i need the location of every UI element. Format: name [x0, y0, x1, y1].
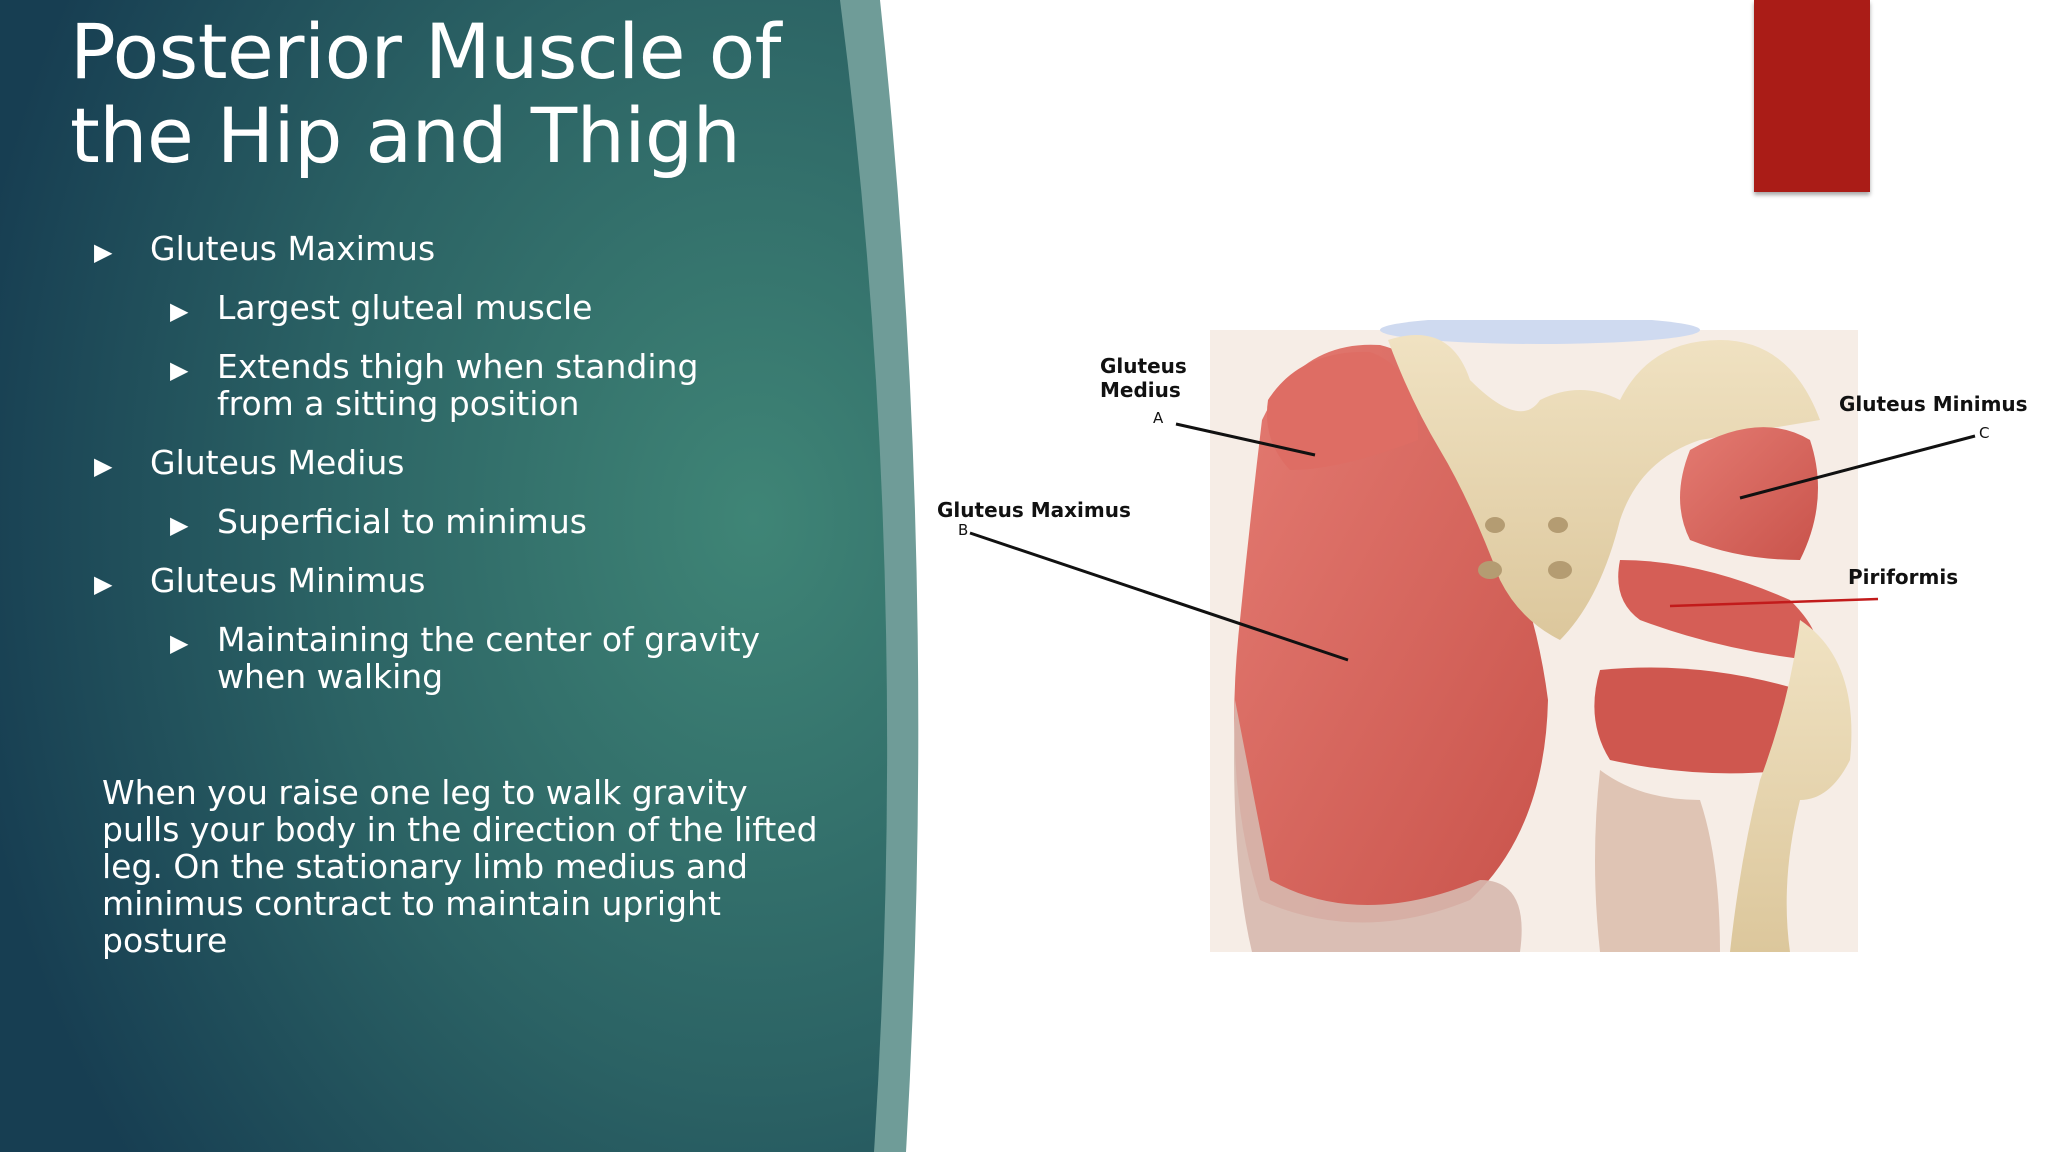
label-letter-c: C	[1979, 424, 1989, 442]
hip-rotators-shape	[1594, 667, 1808, 774]
label-piriformis: Piriformis	[1848, 565, 1958, 589]
label-gluteus-maximus: Gluteus Maximus	[937, 498, 1131, 522]
bullet-item: ▶ Gluteus Maximus	[0, 230, 860, 267]
bullet-text: Largest gluteal muscle	[217, 288, 593, 327]
bullet-triangle-icon: ▶	[94, 452, 113, 480]
leader-line-minimus	[1739, 434, 1976, 500]
label-gluteus-minimus: Gluteus Minimus	[1839, 392, 2028, 416]
panel-accent-stripe	[838, 0, 919, 1152]
sub-bullet-item: ▶ Largest gluteal muscle	[0, 289, 777, 326]
label-letter-b: B	[958, 521, 968, 539]
sub-bullet-item: ▶ Maintaining the center of gravity when…	[0, 621, 777, 695]
bullet-text: Gluteus Minimus	[150, 561, 426, 600]
bullet-triangle-icon: ▶	[170, 511, 189, 539]
leader-line-medius	[1175, 422, 1316, 457]
bullet-text: Gluteus Medius	[150, 443, 405, 482]
label-gluteus-medius-line2: Medius	[1100, 378, 1181, 402]
bullet-item: ▶ Gluteus Medius	[0, 444, 860, 481]
piriformis-shape	[1618, 560, 1817, 660]
sacral-foramen	[1548, 517, 1568, 533]
label-letter-a: A	[1153, 409, 1164, 427]
sacral-foramen	[1478, 561, 1502, 579]
bullet-text: Extends thigh when standing from a sitti…	[217, 347, 699, 423]
gluteus-medius-shape	[1266, 351, 1419, 470]
bullet-triangle-icon: ▶	[170, 297, 189, 325]
thigh-right-shape	[1595, 770, 1720, 952]
leader-line-piriformis	[1669, 597, 1879, 608]
panel-shape	[0, 0, 888, 1152]
bullet-item: ▶ Gluteus Minimus	[0, 562, 860, 599]
femur-shape	[1730, 620, 1852, 952]
bullet-triangle-icon: ▶	[170, 356, 189, 384]
bullet-triangle-icon: ▶	[170, 629, 189, 657]
slide-title: Posterior Muscle of the Hip and Thigh	[70, 10, 870, 178]
bullet-text: Maintaining the center of gravity when w…	[217, 620, 761, 696]
bullet-text: Superficial to minimus	[217, 502, 587, 541]
explanation-paragraph: When you raise one leg to walk gravity p…	[102, 773, 818, 960]
gluteus-minimus-shape	[1680, 427, 1818, 560]
accent-red-block	[1754, 0, 1870, 192]
hip-muscle-illustration: Gluteus Medius A Gluteus Maximus B Glute…	[937, 320, 2028, 952]
bullet-triangle-icon: ▶	[94, 570, 113, 598]
bullet-list: ▶ Gluteus Maximus ▶ Largest gluteal musc…	[0, 230, 860, 717]
thigh-left-shape	[1234, 700, 1522, 952]
title-line-2: the Hip and Thigh	[70, 91, 741, 180]
bullet-text: Gluteus Maximus	[150, 229, 436, 268]
label-gluteus-medius-line1: Gluteus	[1100, 354, 1187, 378]
bullet-triangle-icon: ▶	[94, 238, 113, 266]
sacral-foramen	[1548, 561, 1572, 579]
illustration-top-shadow	[1380, 320, 1700, 344]
sacral-foramen	[1485, 517, 1505, 533]
title-line-1: Posterior Muscle of	[70, 7, 781, 96]
sub-bullet-item: ▶ Extends thigh when standing from a sit…	[0, 348, 777, 422]
leader-line-maximus	[969, 531, 1349, 662]
sub-bullet-item: ▶ Superficial to minimus	[0, 503, 777, 540]
